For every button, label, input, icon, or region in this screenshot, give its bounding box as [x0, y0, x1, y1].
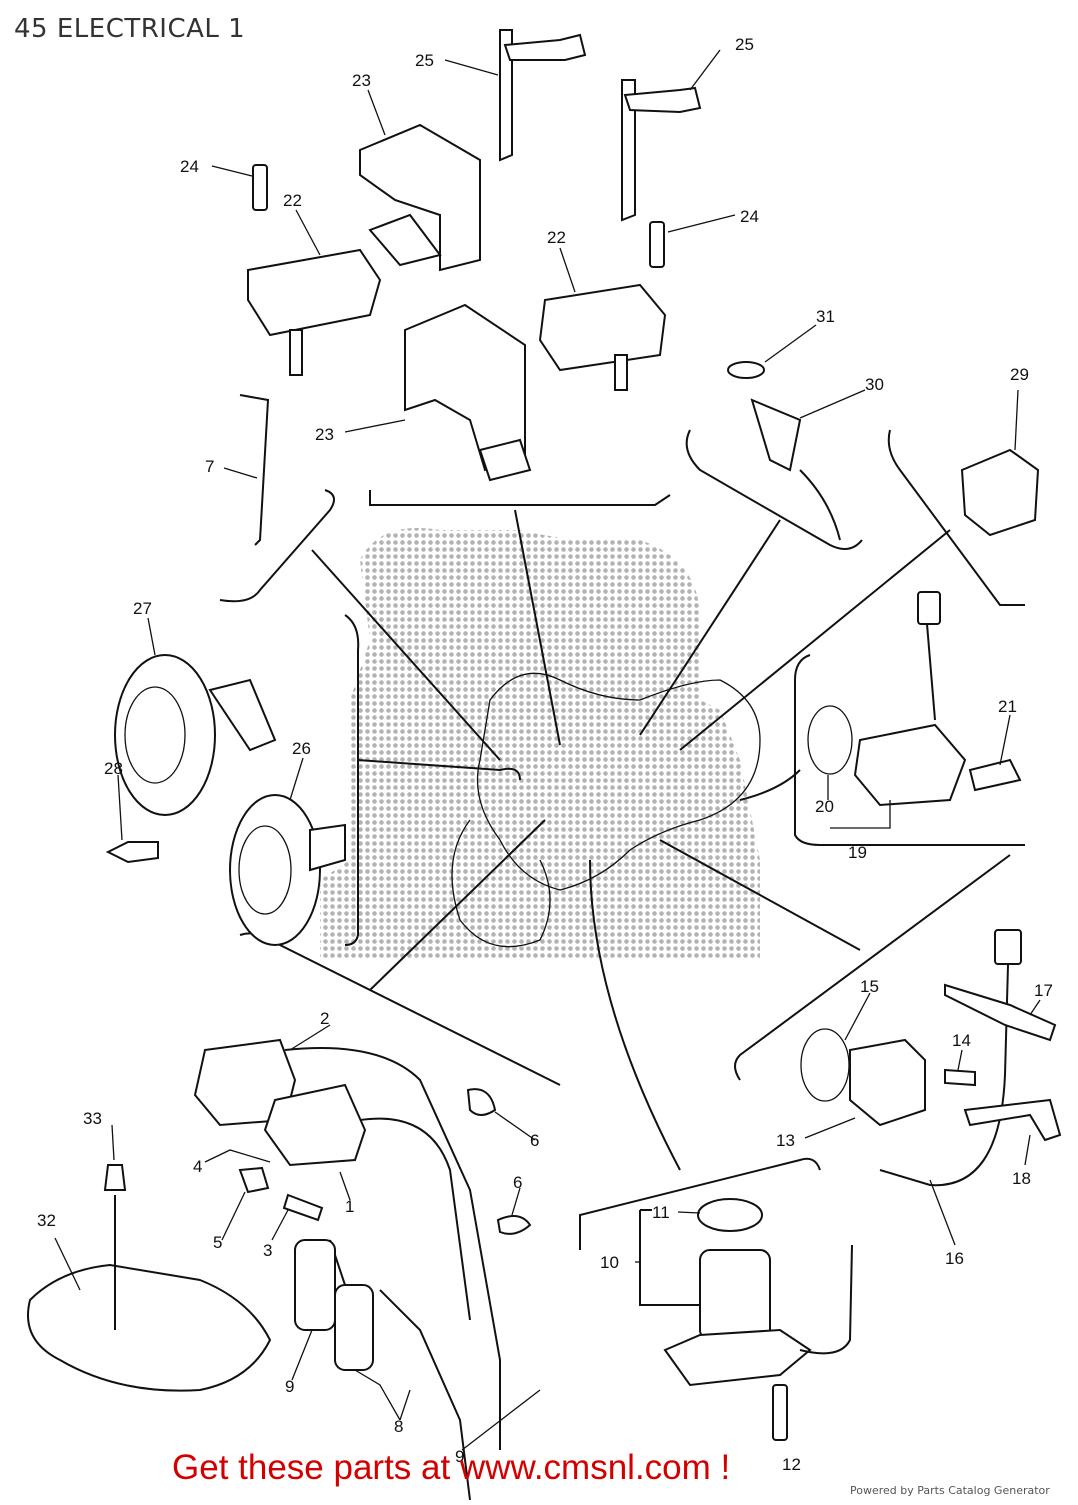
- callout: 7: [205, 457, 214, 476]
- callout: 11: [652, 1203, 670, 1222]
- callout: 24: [180, 157, 199, 176]
- callout: 3: [263, 1241, 272, 1260]
- callout: 30: [865, 375, 884, 394]
- part-7-tie: [239, 394, 270, 546]
- callout: 9: [285, 1377, 294, 1396]
- part-19-20-21-sensor: [807, 591, 1022, 807]
- part-22-sensors: [247, 248, 667, 391]
- callout: 13: [776, 1131, 795, 1150]
- callout: 20: [815, 797, 834, 816]
- callout: 19: [848, 843, 867, 862]
- part-13-18-assembly: [800, 929, 1062, 1187]
- callout: 26: [292, 739, 311, 758]
- callout: 8: [394, 1417, 403, 1436]
- callout: 33: [83, 1109, 102, 1128]
- part-27-26-horns: [105, 654, 346, 946]
- page-title: 45 ELECTRICAL 1: [14, 14, 246, 44]
- part-32-33-cover: [27, 1164, 272, 1392]
- buy-parts-link[interactable]: Get these parts at www.cmsnl.com !: [172, 1448, 731, 1487]
- callout: 24: [740, 207, 759, 226]
- part-23-brackets: [359, 123, 532, 482]
- part-24-bolts: [252, 164, 665, 268]
- callout: 5: [213, 1233, 222, 1252]
- part-25-cable-ties: [499, 29, 702, 222]
- callout: 21: [998, 697, 1017, 716]
- callout: 17: [1034, 981, 1053, 1000]
- part-31-30-29: [727, 361, 1040, 541]
- engine-outline: [451, 672, 761, 948]
- callout: 12: [782, 1455, 801, 1474]
- callout: 32: [37, 1211, 56, 1230]
- callout: 2: [320, 1009, 329, 1028]
- callout: 14: [952, 1031, 971, 1050]
- callout: 6: [513, 1173, 522, 1192]
- callout: 23: [315, 425, 334, 444]
- callout: 29: [1010, 365, 1029, 384]
- callout-numbers: 25 25 23 24 22 22 24 31 30 29 23 7 27 26…: [37, 35, 1053, 1474]
- callout: 1: [345, 1197, 354, 1216]
- callout: 31: [816, 307, 835, 326]
- part-1-9-ignition: [193, 1038, 532, 1501]
- callout: 4: [193, 1157, 202, 1176]
- callout: 16: [945, 1249, 964, 1268]
- callout: 10: [600, 1253, 619, 1272]
- callout: 9: [455, 1447, 464, 1466]
- watermark-logo: [320, 528, 760, 960]
- callout: 6: [530, 1131, 539, 1150]
- callout: 18: [1012, 1169, 1031, 1188]
- powered-by-label: Powered by Parts Catalog Generator: [850, 1484, 1050, 1497]
- callout: 27: [133, 599, 152, 618]
- callout: 15: [860, 977, 879, 996]
- callout: 25: [735, 35, 754, 54]
- callout: 28: [104, 759, 123, 778]
- part-10-11-12-motor: [639, 1198, 853, 1441]
- callout: 22: [283, 191, 302, 210]
- callout: 23: [352, 71, 371, 90]
- callout: 25: [415, 51, 434, 70]
- callout-leaders: [54, 49, 1041, 1451]
- callout: 22: [547, 228, 566, 247]
